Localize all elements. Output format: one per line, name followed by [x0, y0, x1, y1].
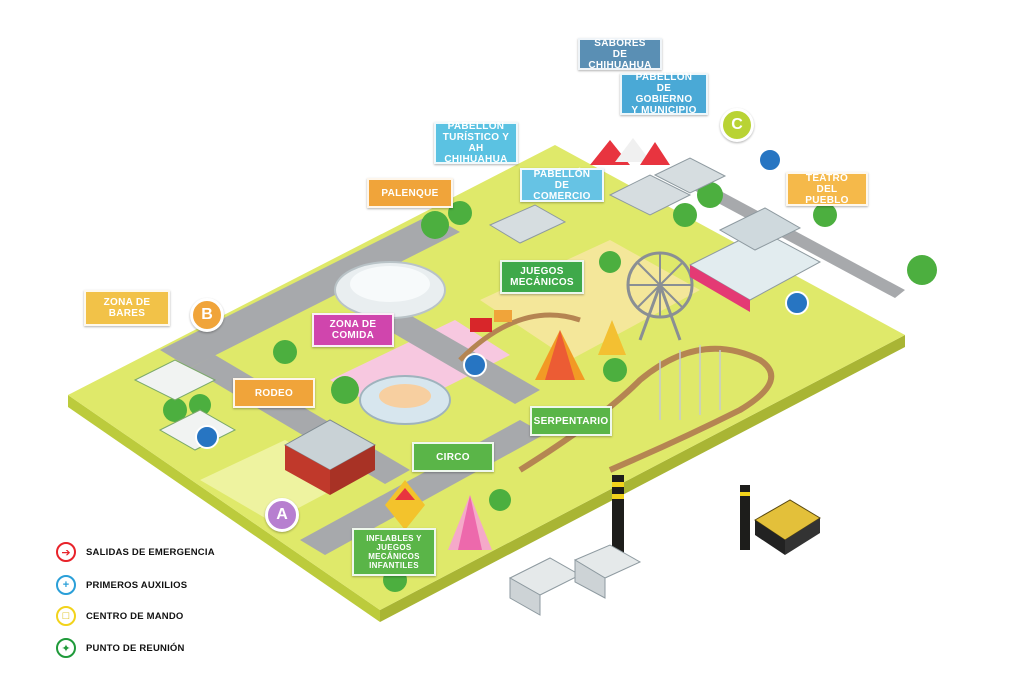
command-center-icon: □ [56, 606, 76, 626]
sign-palenque: PALENQUE [367, 178, 453, 208]
sign-bares: ZONA DE BARES [84, 290, 170, 326]
pavilion-buildings [488, 157, 727, 244]
train [470, 310, 512, 332]
rodeo-barn [283, 419, 377, 495]
legend-emergency-exit: ➔ SALIDAS DE EMERGENCIA [56, 540, 215, 564]
legend-meeting-point: ✦ PUNTO DE REUNIÓN [56, 636, 185, 660]
sign-teatro: TEATRO DEL PUEBLO [786, 172, 868, 206]
badge-b: B [190, 298, 224, 332]
coaster-supports [659, 345, 721, 420]
legend-label: PRIMEROS AUXILIOS [86, 579, 188, 591]
ground-side-left [68, 395, 380, 622]
legend-label: SALIDAS DE EMERGENCIA [86, 546, 215, 558]
factory-barn [754, 499, 821, 555]
sign-comida: ZONA DE COMIDA [312, 313, 394, 347]
factory-chimney-right [740, 485, 750, 550]
meeting-point-icon: ✦ [56, 638, 76, 658]
ground-side-right [380, 335, 905, 622]
sign-rodeo: RODEO [233, 378, 315, 408]
tents [448, 138, 670, 550]
legend-command-center: □ CENTRO DE MANDO [56, 604, 183, 628]
sign-juegos: JUEGOS MECÁNICOS [500, 260, 584, 294]
emergency-exit-icon: ➔ [56, 542, 76, 562]
restroom-pins [195, 148, 809, 449]
trees [163, 182, 937, 592]
road-right [690, 180, 905, 298]
sign-turistico: PABELLÓN TURÍSTICO Y AH CHIHUAHUA [434, 121, 518, 165]
road-main [160, 215, 460, 368]
legend-first-aid: + PRIMEROS AUXILIOS [56, 573, 187, 597]
sign-gobierno: PABELLÓN DE GOBIERNO Y MUNICIPIO [620, 72, 708, 116]
badge-c: C [720, 108, 754, 142]
teatro-stage [688, 207, 822, 312]
inflables [385, 480, 425, 530]
factory-chimney-left [612, 475, 624, 560]
sign-circo: CIRCO [412, 442, 494, 472]
factory-warehouses [508, 544, 642, 616]
sign-inflables: INFLABLES Y JUEGOS MECÁNICOS INFANTILES [352, 528, 436, 576]
first-aid-icon: + [56, 575, 76, 595]
badge-a: A [265, 498, 299, 532]
ferris-wheel [626, 251, 694, 341]
legend-label: CENTRO DE MANDO [86, 610, 184, 622]
sign-sabores: SABORES DE CHIHUAHUA [578, 38, 662, 71]
sign-comercio: PABELLÓN DE COMERCIO [520, 168, 604, 202]
sign-serpentario: SERPENTARIO [530, 406, 612, 436]
legend-label: PUNTO DE REUNIÓN [86, 642, 185, 654]
